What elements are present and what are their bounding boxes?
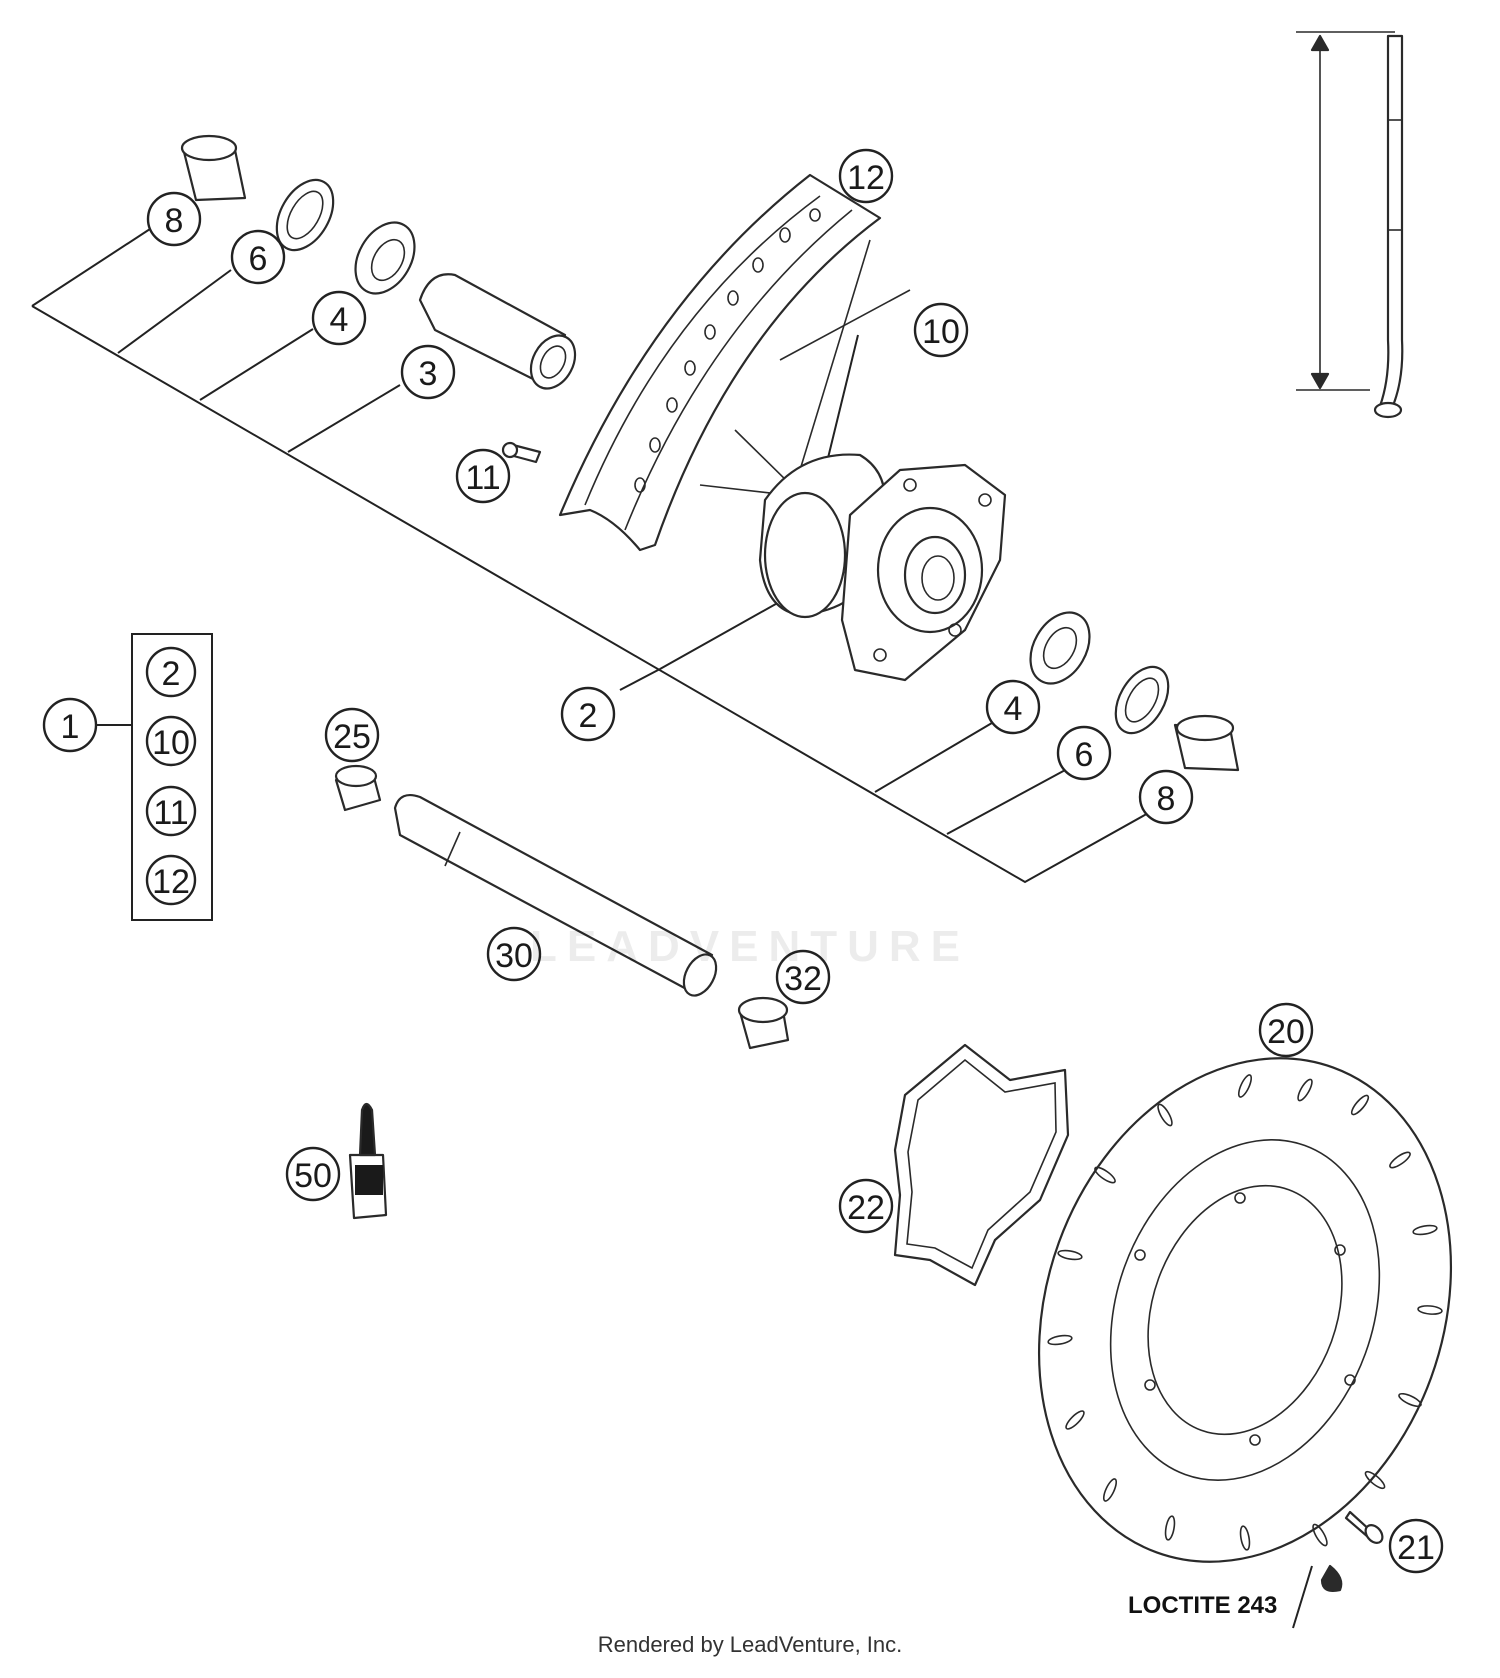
kit-item-2: 2	[145, 646, 197, 698]
brake-disc-20	[1037, 1057, 1453, 1563]
left-spacer-8	[180, 134, 247, 202]
callout-21: 21	[1388, 1518, 1444, 1574]
wheel-axle-30	[393, 793, 718, 997]
watermark-text: LEADVENTURE	[530, 922, 971, 971]
callout-3: 3	[400, 344, 456, 400]
callout-25: 25	[324, 707, 380, 763]
disc-bolt-21	[1320, 1510, 1384, 1592]
callout-2: 2	[560, 686, 616, 742]
svg-text:8: 8	[165, 202, 184, 240]
svg-text:10: 10	[922, 313, 960, 351]
callout-50: 50	[285, 1146, 341, 1202]
callout-10: 10	[913, 302, 969, 358]
callout-6-left: 6	[230, 229, 286, 285]
callout-4-right: 4	[985, 679, 1041, 735]
callout-1: 1	[42, 697, 98, 753]
kit-item-10: 10	[145, 715, 197, 767]
svg-text:11: 11	[153, 794, 188, 832]
rim-spoke-holes	[634, 208, 821, 493]
callout-12: 12	[838, 148, 894, 204]
loctite-note: LOCTITE 243	[1128, 1592, 1278, 1619]
svg-text:25: 25	[333, 718, 371, 756]
spoke-length-gauge	[1296, 31, 1404, 419]
svg-text:10: 10	[152, 724, 190, 762]
svg-text:21: 21	[1397, 1529, 1435, 1567]
kit-item-11: 11	[145, 785, 197, 837]
svg-text:2: 2	[579, 697, 598, 735]
svg-text:20: 20	[1267, 1013, 1305, 1051]
svg-text:8: 8	[1157, 780, 1176, 818]
spacer-tube-3	[418, 273, 577, 390]
callout-8-right: 8	[1138, 769, 1194, 825]
svg-text:2: 2	[162, 655, 181, 693]
footer-credit: Rendered by LeadVenture, Inc.	[597, 1632, 903, 1657]
callout-20: 20	[1258, 1002, 1314, 1058]
disc-gasket-22	[893, 1043, 1070, 1287]
wheel-rim-segment	[558, 173, 882, 552]
wheel-hub	[758, 453, 1007, 682]
disc-mount-holes	[1134, 1192, 1356, 1446]
right-bearing-4	[1029, 611, 1091, 685]
axle-nut-25	[334, 764, 382, 812]
loctite-bottle-50	[348, 1102, 388, 1220]
svg-text:6: 6	[249, 240, 268, 278]
svg-text:1: 1	[61, 708, 80, 746]
callout-22: 22	[838, 1178, 894, 1234]
left-bearing-4	[354, 221, 416, 295]
axle-collar-32	[737, 996, 790, 1050]
disc-vent-slots	[1047, 1074, 1443, 1551]
svg-text:32: 32	[784, 960, 822, 998]
right-seal-6	[1114, 665, 1170, 735]
svg-text:3: 3	[419, 355, 438, 393]
callout-6-right: 6	[1056, 725, 1112, 781]
svg-text:6: 6	[1075, 736, 1094, 774]
right-spacer-8	[1173, 714, 1240, 772]
svg-text:30: 30	[495, 937, 533, 975]
spoke-nipple-11	[501, 441, 542, 464]
callout-32: 32	[775, 949, 831, 1005]
svg-text:22: 22	[847, 1189, 885, 1227]
left-seal-6	[275, 178, 335, 252]
svg-text:4: 4	[1004, 690, 1023, 728]
callout-4-left: 4	[311, 290, 367, 346]
svg-text:50: 50	[294, 1157, 332, 1195]
svg-text:11: 11	[465, 459, 500, 497]
callout-11: 11	[455, 448, 511, 504]
svg-text:12: 12	[847, 159, 885, 197]
kit-item-12: 12	[145, 854, 197, 906]
svg-text:4: 4	[330, 301, 349, 339]
callout-30: 30	[486, 926, 542, 982]
callout-8-left: 8	[146, 191, 202, 247]
svg-text:12: 12	[152, 863, 190, 901]
